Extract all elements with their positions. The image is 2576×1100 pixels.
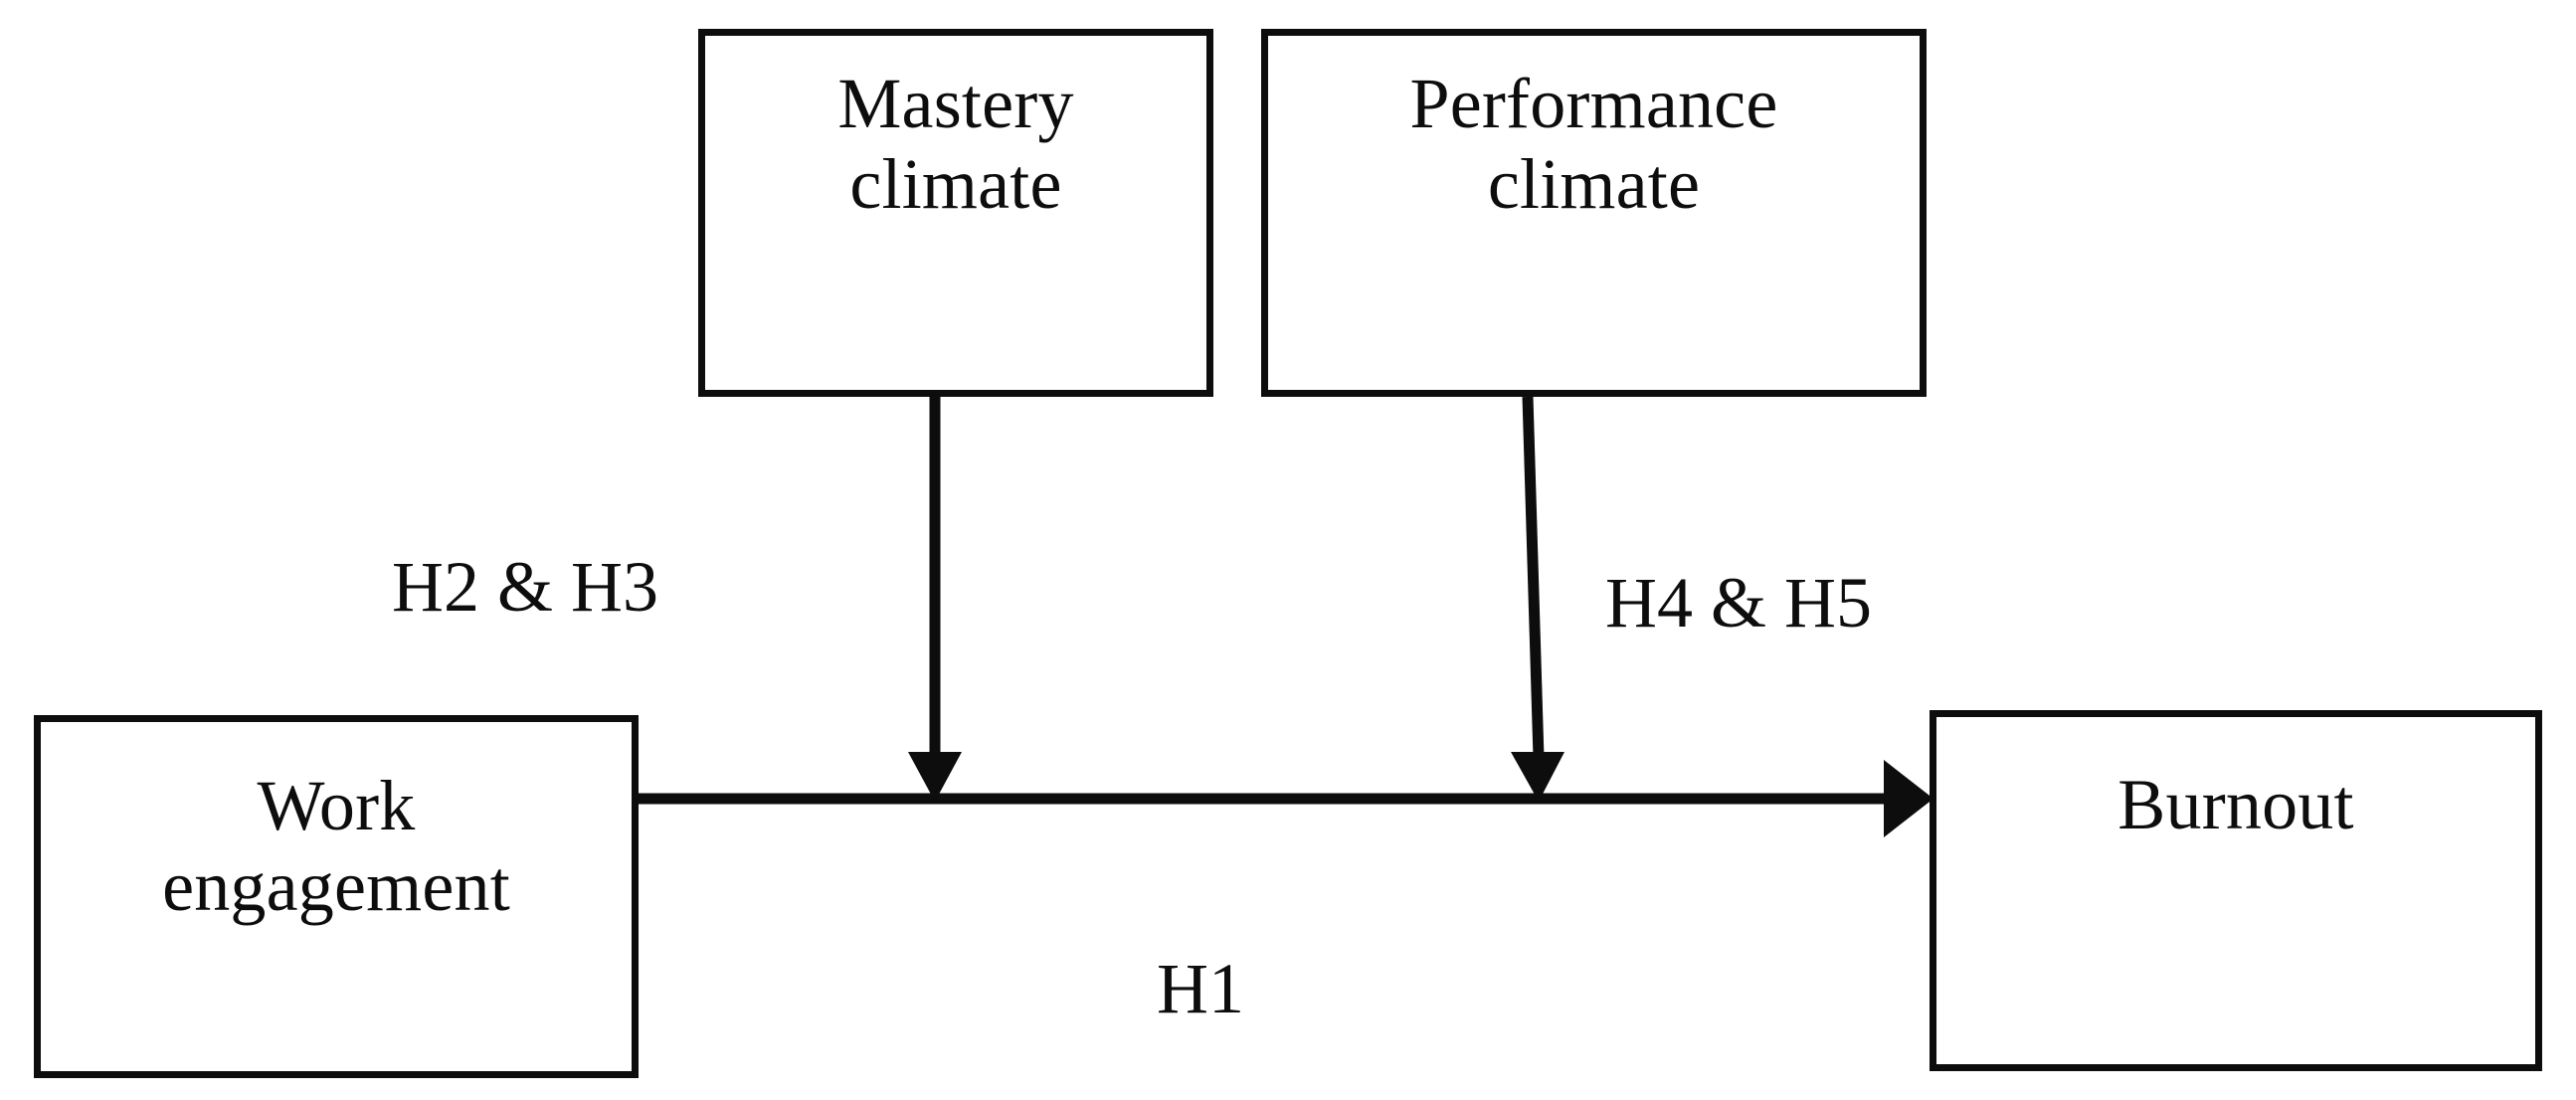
node-burnout[interactable]: Burnout (1930, 710, 2542, 1071)
node-performance-climate[interactable]: Performance climate (1261, 29, 1927, 397)
node-work-engagement-label: Work engagement (162, 766, 510, 926)
node-burnout-label: Burnout (2117, 765, 2354, 844)
edge-label-h1: H1 (1157, 949, 1244, 1028)
edge-mastery-moderator-arrowhead (908, 752, 962, 802)
edge-performance-moderator-arrowhead (1511, 752, 1564, 802)
node-mastery-climate-label: Mastery climate (837, 64, 1074, 224)
node-performance-climate-label: Performance climate (1409, 64, 1778, 224)
edge-performance-moderator-line (1522, 396, 1545, 759)
node-mastery-climate[interactable]: Mastery climate (698, 29, 1213, 397)
edge-work-to-burnout-arrowhead (1884, 760, 1933, 837)
edge-label-h2-h3: H2 & H3 (392, 547, 658, 627)
edge-label-h4-h5: H4 & H5 (1605, 563, 1872, 642)
node-work-engagement[interactable]: Work engagement (34, 715, 639, 1078)
